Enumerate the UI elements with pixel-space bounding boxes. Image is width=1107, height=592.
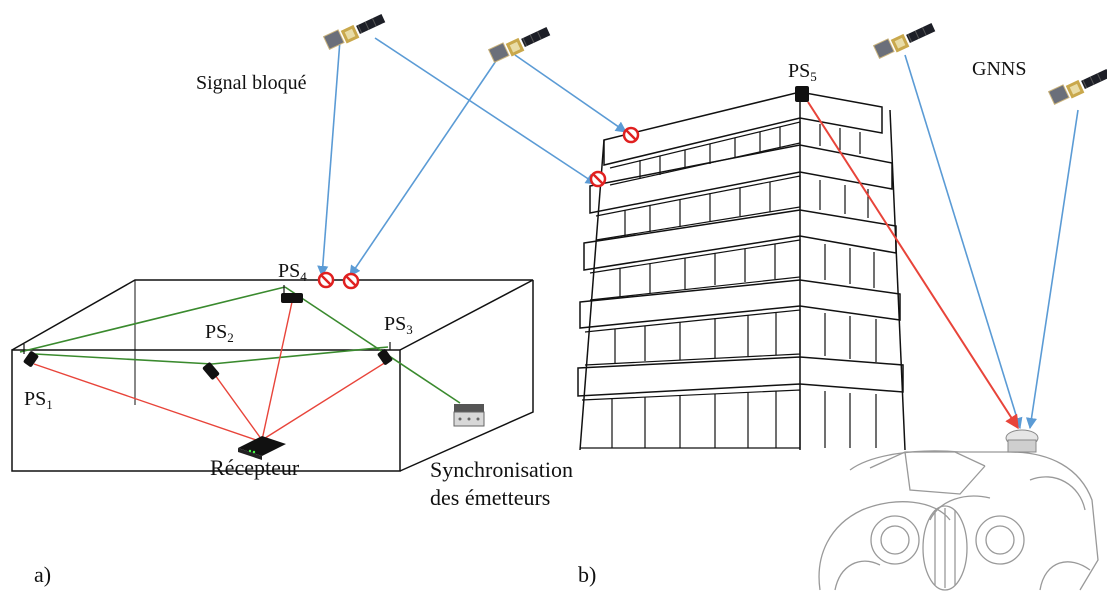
ps5-label: PS5 xyxy=(788,60,817,85)
gnns-label: GNNS xyxy=(972,58,1027,80)
satellite-icon xyxy=(488,26,551,63)
ps1-subscript: 1 xyxy=(46,397,53,412)
sync-label-line1: Synchronisation xyxy=(430,457,573,482)
ps3-label: PS3 xyxy=(384,313,413,338)
sync-links xyxy=(19,286,461,404)
pseudolite-icon xyxy=(23,344,39,367)
ps2-subscript: 2 xyxy=(227,330,234,345)
ps5-signal xyxy=(807,101,1019,430)
satellite-icon xyxy=(323,13,386,50)
receiver-icon xyxy=(238,436,286,460)
pseudolite-icon xyxy=(795,86,809,102)
ps4-subscript: 4 xyxy=(300,269,307,284)
pseudolite-icon xyxy=(281,285,303,303)
ps4-text: PS xyxy=(278,260,301,282)
sync-unit-icon xyxy=(453,404,485,427)
ps2-text: PS xyxy=(205,321,228,343)
ps2-label: PS2 xyxy=(205,321,234,346)
blocked-signal-icon xyxy=(342,272,360,290)
ps4-label: PS4 xyxy=(278,260,307,285)
ps1-text: PS xyxy=(24,388,47,410)
satellite-icon xyxy=(873,22,936,59)
panel-b-label: b) xyxy=(578,562,597,587)
blocked-signal-icon xyxy=(317,271,335,289)
ps3-text: PS xyxy=(384,313,407,335)
car-icon xyxy=(818,450,1099,591)
pseudolite-icon xyxy=(377,342,393,365)
signal-blocked-label: Signal bloqué xyxy=(196,72,307,94)
ps5-subscript: 5 xyxy=(810,69,817,84)
ps1-label: PS1 xyxy=(24,388,53,413)
gnss-signals xyxy=(317,37,1079,430)
ps3-subscript: 3 xyxy=(406,322,413,337)
building-icon xyxy=(577,91,906,451)
blocked-signal-icon xyxy=(622,126,640,144)
pseudolite-icon xyxy=(202,362,220,380)
pseudolite-signals xyxy=(33,301,387,443)
blocked-signal-icon xyxy=(589,170,607,188)
satellite-icon xyxy=(1048,68,1107,105)
antenna-icon xyxy=(1005,429,1039,453)
ps5-text: PS xyxy=(788,60,811,82)
panel-a-label: a) xyxy=(34,562,52,587)
receiver-label: Récepteur xyxy=(210,455,300,480)
sync-label-line2: des émetteurs xyxy=(430,485,551,510)
